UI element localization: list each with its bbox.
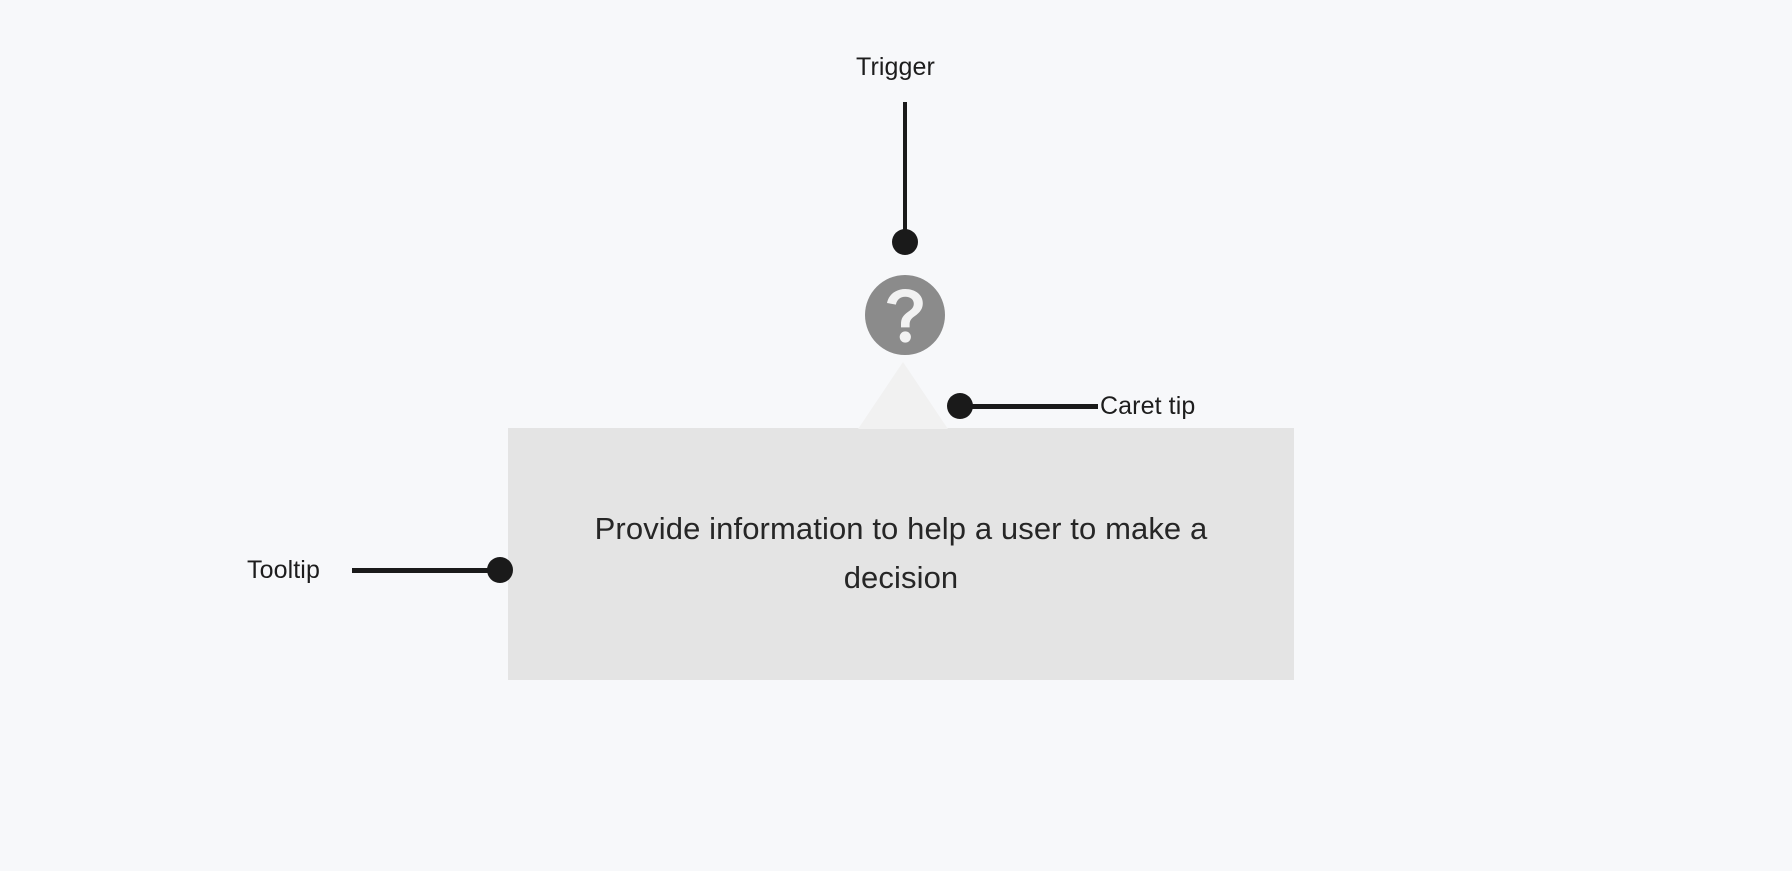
tooltip-leader-dot (487, 557, 513, 583)
tooltip-callout-label: Tooltip (247, 556, 320, 584)
caret-leader-line (968, 404, 1098, 409)
tooltip-body-text: Provide information to help a user to ma… (594, 511, 1208, 595)
trigger-leader-dot (892, 229, 918, 255)
tooltip-caret (858, 362, 948, 429)
caret-leader-dot (947, 393, 973, 419)
question-mark-circle-icon (882, 287, 928, 343)
trigger-callout-label: Trigger (856, 53, 935, 81)
trigger-help-button[interactable] (865, 275, 945, 355)
tooltip-surface: Provide information to help a user to ma… (508, 428, 1294, 680)
caret-callout-label: Caret tip (1100, 392, 1196, 420)
tooltip-leader-line (352, 568, 492, 573)
trigger-leader-line (903, 102, 907, 232)
